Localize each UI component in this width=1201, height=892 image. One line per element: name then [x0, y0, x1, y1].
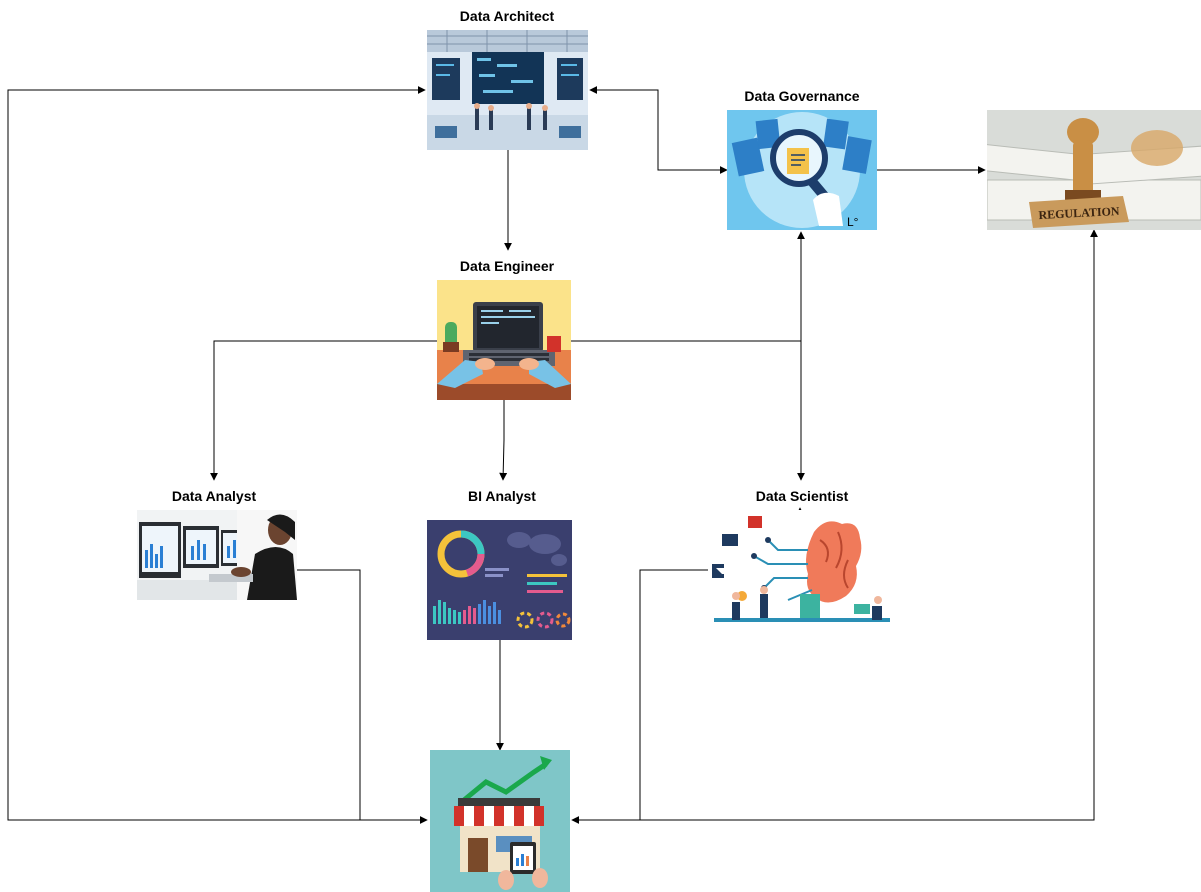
- edge-architect-governance: [589, 86, 728, 174]
- svg-text:L°: L°: [847, 215, 859, 229]
- edge-engineer-bi: [499, 400, 508, 481]
- node-label-scientist: Data Scientist: [755, 488, 849, 504]
- edge-engineer-analyst: [210, 340, 437, 481]
- edge-scientist-business: [571, 569, 708, 824]
- edge-business-architect: [7, 86, 427, 821]
- node-label-bi: BI Analyst: [468, 488, 536, 504]
- business-store-image[interactable]: [430, 750, 570, 892]
- node-label-engineer: Data Engineer: [459, 258, 555, 274]
- data-analyst-image[interactable]: [137, 510, 297, 600]
- data-scientist-image[interactable]: [708, 510, 894, 630]
- node-label-governance: Data Governance: [744, 88, 860, 104]
- data-architect-image[interactable]: [427, 30, 588, 150]
- bi-analyst-image[interactable]: [427, 520, 572, 640]
- edge-engineer-scientist: [571, 340, 805, 481]
- regulation-image[interactable]: REGULATION: [987, 110, 1201, 230]
- edge-business-regulation: [640, 229, 1098, 821]
- edge-analyst-business: [297, 569, 428, 824]
- node-label-analyst: Data Analyst: [171, 488, 257, 504]
- node-label-architect: Data Architect: [459, 8, 555, 24]
- data-governance-image[interactable]: L°: [727, 110, 877, 230]
- regulation-stamp-text: REGULATION: [1038, 204, 1120, 222]
- data-engineer-image[interactable]: [437, 280, 571, 400]
